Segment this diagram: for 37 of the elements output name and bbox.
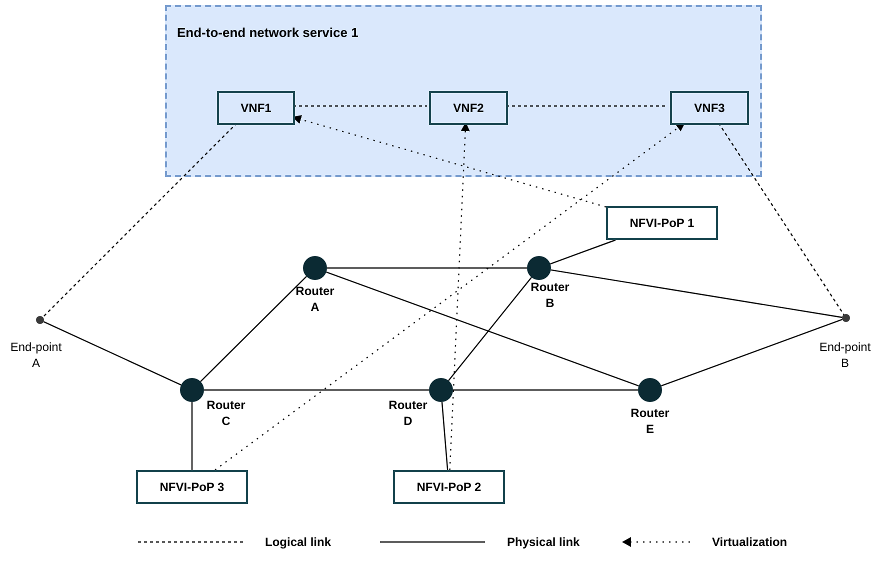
legend-label: Physical link	[507, 534, 580, 551]
node-box: NFVI-PoP 1	[606, 206, 718, 240]
legend-label: Virtualization	[712, 534, 788, 551]
link-line	[448, 276, 532, 382]
legend-label: Logical link	[265, 534, 332, 551]
link-line	[661, 318, 842, 386]
node-box: VNF2	[429, 91, 508, 125]
link-line	[453, 389, 638, 391]
link-line	[506, 105, 668, 107]
endpoint-label: End-point A	[9, 339, 63, 371]
link-line	[204, 389, 429, 391]
router-label: Router E	[630, 405, 670, 437]
router-label: Router A	[294, 283, 336, 315]
link-line	[550, 239, 616, 264]
endpoint-label: End-point B	[818, 339, 872, 371]
node-box: NFVI-PoP 2	[393, 470, 505, 504]
node-box: VNF1	[217, 91, 295, 125]
node-box: NFVI-PoP 3	[136, 470, 248, 504]
arrow	[449, 122, 470, 470]
router-label: Router C	[206, 397, 246, 429]
arrow	[214, 122, 686, 470]
link-line	[43, 321, 182, 386]
group-title: End-to-end network service 1	[177, 24, 358, 42]
router-label: Router D	[388, 397, 428, 429]
link-line	[42, 122, 238, 318]
link-line	[293, 105, 427, 107]
service-group-box	[165, 5, 762, 177]
router-label: Router B	[530, 279, 570, 311]
link-line	[718, 122, 844, 315]
link-line	[191, 402, 193, 470]
link-line	[441, 402, 448, 470]
link-line	[200, 276, 307, 382]
link-line	[326, 272, 639, 386]
node-box: VNF3	[670, 91, 749, 125]
arrow	[292, 115, 606, 208]
link-line	[550, 269, 842, 318]
link-line	[327, 267, 527, 269]
